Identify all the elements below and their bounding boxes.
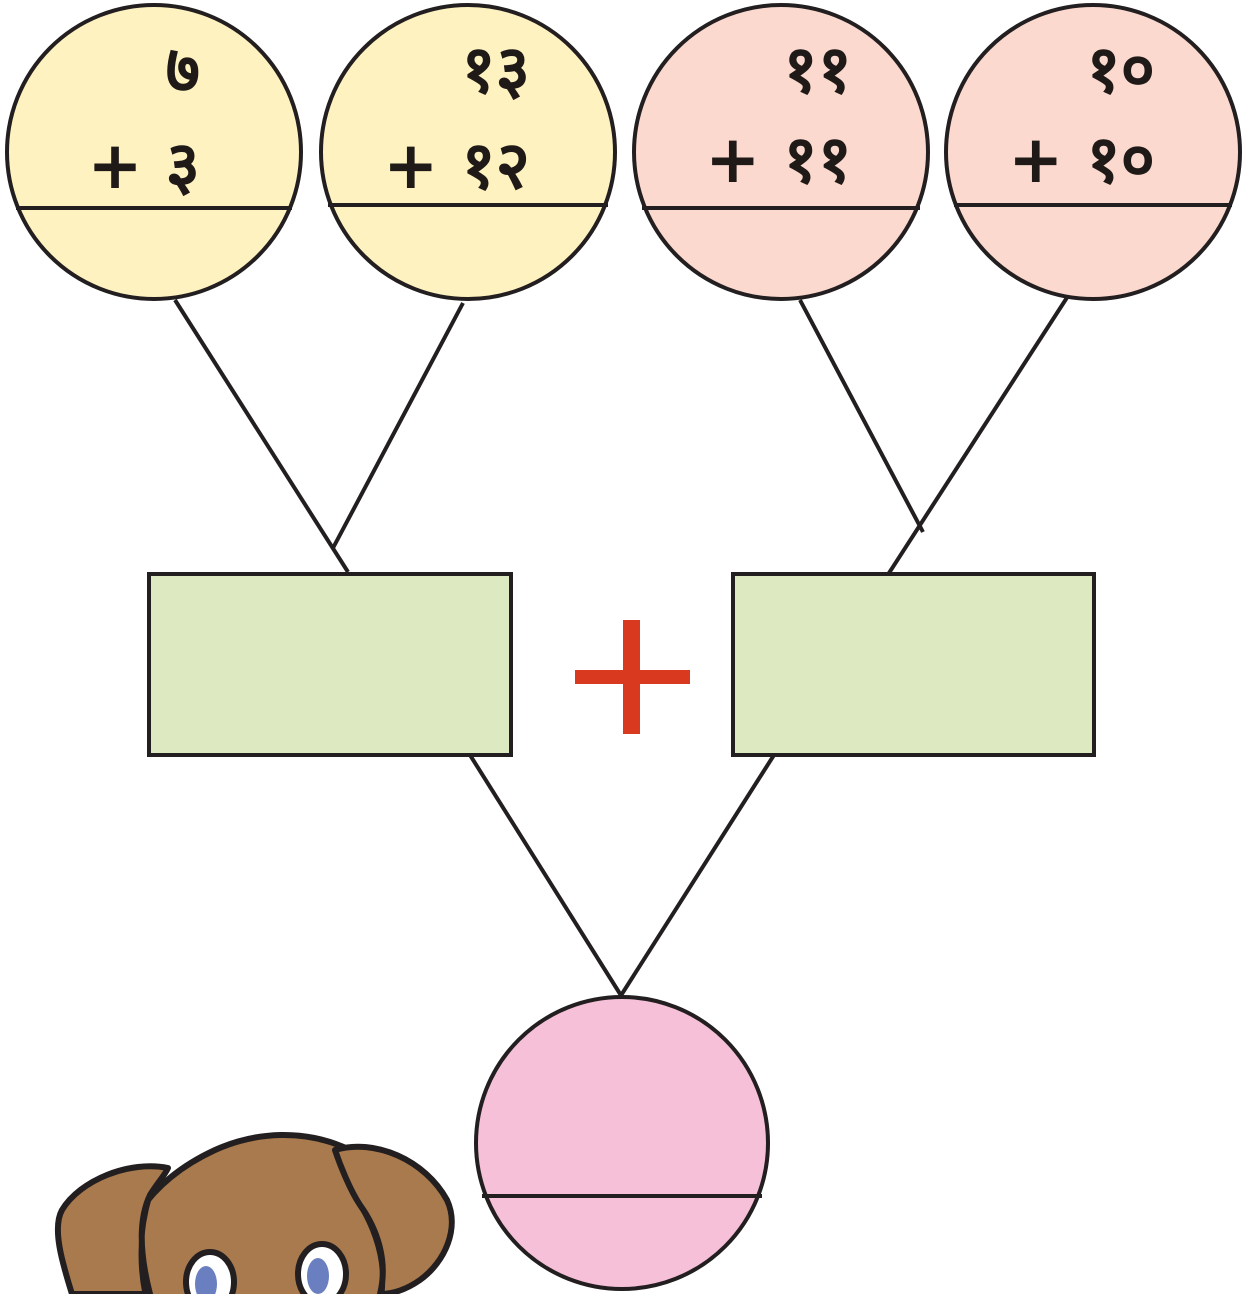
answer-slot[interactable] xyxy=(976,210,1210,282)
connector-line xyxy=(468,753,624,999)
left-sum-box[interactable] xyxy=(147,572,513,757)
bottom-addend: + १२ xyxy=(383,127,530,204)
answer-slot[interactable] xyxy=(664,212,898,282)
answer-slot[interactable] xyxy=(505,1200,739,1280)
right-sum-box[interactable] xyxy=(731,572,1096,757)
problem-circle-1: ७ + ३ xyxy=(5,3,303,301)
connector-line xyxy=(331,302,465,549)
problem-circle-2: १३ + १२ xyxy=(319,3,617,301)
connector-line xyxy=(618,753,776,999)
connector-line xyxy=(798,299,925,533)
top-number: १३ xyxy=(461,31,530,108)
final-sum-circle xyxy=(474,995,770,1291)
connector-lines xyxy=(173,294,1070,999)
answer-slot[interactable] xyxy=(40,212,268,282)
connector-line xyxy=(173,298,350,574)
problem-circle-4: १० + १० xyxy=(944,3,1242,301)
top-number: ११ xyxy=(783,31,852,108)
answer-slot[interactable] xyxy=(350,210,586,282)
top-number: ७ xyxy=(166,31,200,108)
dog-icon xyxy=(54,1131,455,1294)
connector-line xyxy=(887,294,1070,575)
bottom-addend: + ३ xyxy=(87,127,200,204)
bottom-addend: + १० xyxy=(1008,121,1155,198)
problem-circle-3: ११ + ११ xyxy=(632,3,930,301)
bottom-addend: + ११ xyxy=(705,121,852,198)
plus-icon xyxy=(575,620,690,734)
top-number: १० xyxy=(1086,31,1155,108)
